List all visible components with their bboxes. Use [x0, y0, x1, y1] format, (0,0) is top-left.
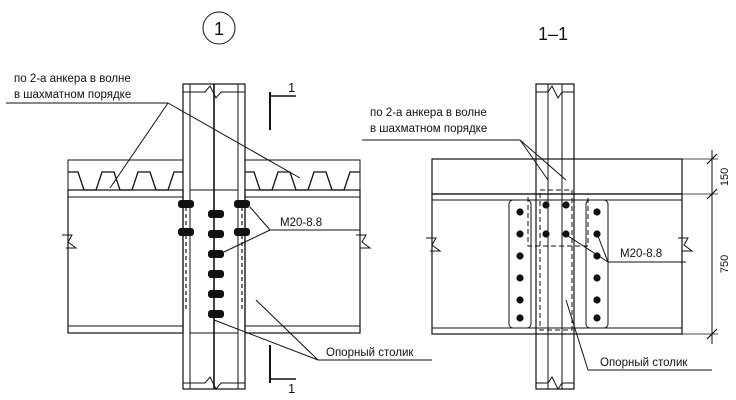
- right-bolt-label: M20-8.8: [620, 248, 662, 260]
- right-bolt-note: M20-8.8: [567, 235, 686, 263]
- cut-mark-bottom-label: 1: [288, 381, 295, 396]
- dim-slab-label: 150: [719, 168, 731, 186]
- right-slab: [431, 158, 683, 195]
- left-anchor-note-line2: в шахматном порядке: [14, 89, 131, 101]
- cut-mark-top-label: 1: [288, 80, 295, 95]
- left-bolt-note: M20-8.8: [223, 206, 360, 253]
- section-title: 1–1: [538, 24, 568, 44]
- left-anchor-note: по 2-а анкера в волне в шахматном порядк…: [6, 73, 301, 189]
- right-column: [535, 83, 575, 390]
- detail-marker-circle: [202, 11, 236, 45]
- section-cut-marks: 1 1: [269, 80, 296, 396]
- right-support-label: Опорный столик: [600, 357, 688, 369]
- right-anchor-note-line2: в шахматном порядке: [370, 123, 487, 135]
- right-support-note: Опорный столик: [565, 299, 712, 371]
- left-support-label: Опорный столик: [326, 347, 414, 359]
- left-bolt-label: M20-8.8: [280, 217, 322, 229]
- right-dimensions: 150 750: [682, 150, 731, 344]
- right-bolts: [516, 201, 601, 322]
- right-anchor-note-line1: по 2-а анкера в волне: [370, 107, 487, 119]
- left-view: 1: [6, 11, 432, 396]
- left-beams: [62, 189, 372, 334]
- right-plates: [508, 189, 609, 331]
- left-support-note: Опорный столик: [213, 299, 432, 361]
- detail-marker-number: 1: [214, 19, 224, 39]
- right-beam: [426, 193, 694, 335]
- dim-beam-label: 750: [719, 255, 731, 273]
- left-bolts: [178, 200, 250, 318]
- left-anchor-note-line1: по 2-а анкера в волне: [14, 73, 131, 85]
- right-view: 1–1: [362, 24, 731, 390]
- right-anchor-note: по 2-а анкера в волне в шахматном порядк…: [362, 107, 567, 181]
